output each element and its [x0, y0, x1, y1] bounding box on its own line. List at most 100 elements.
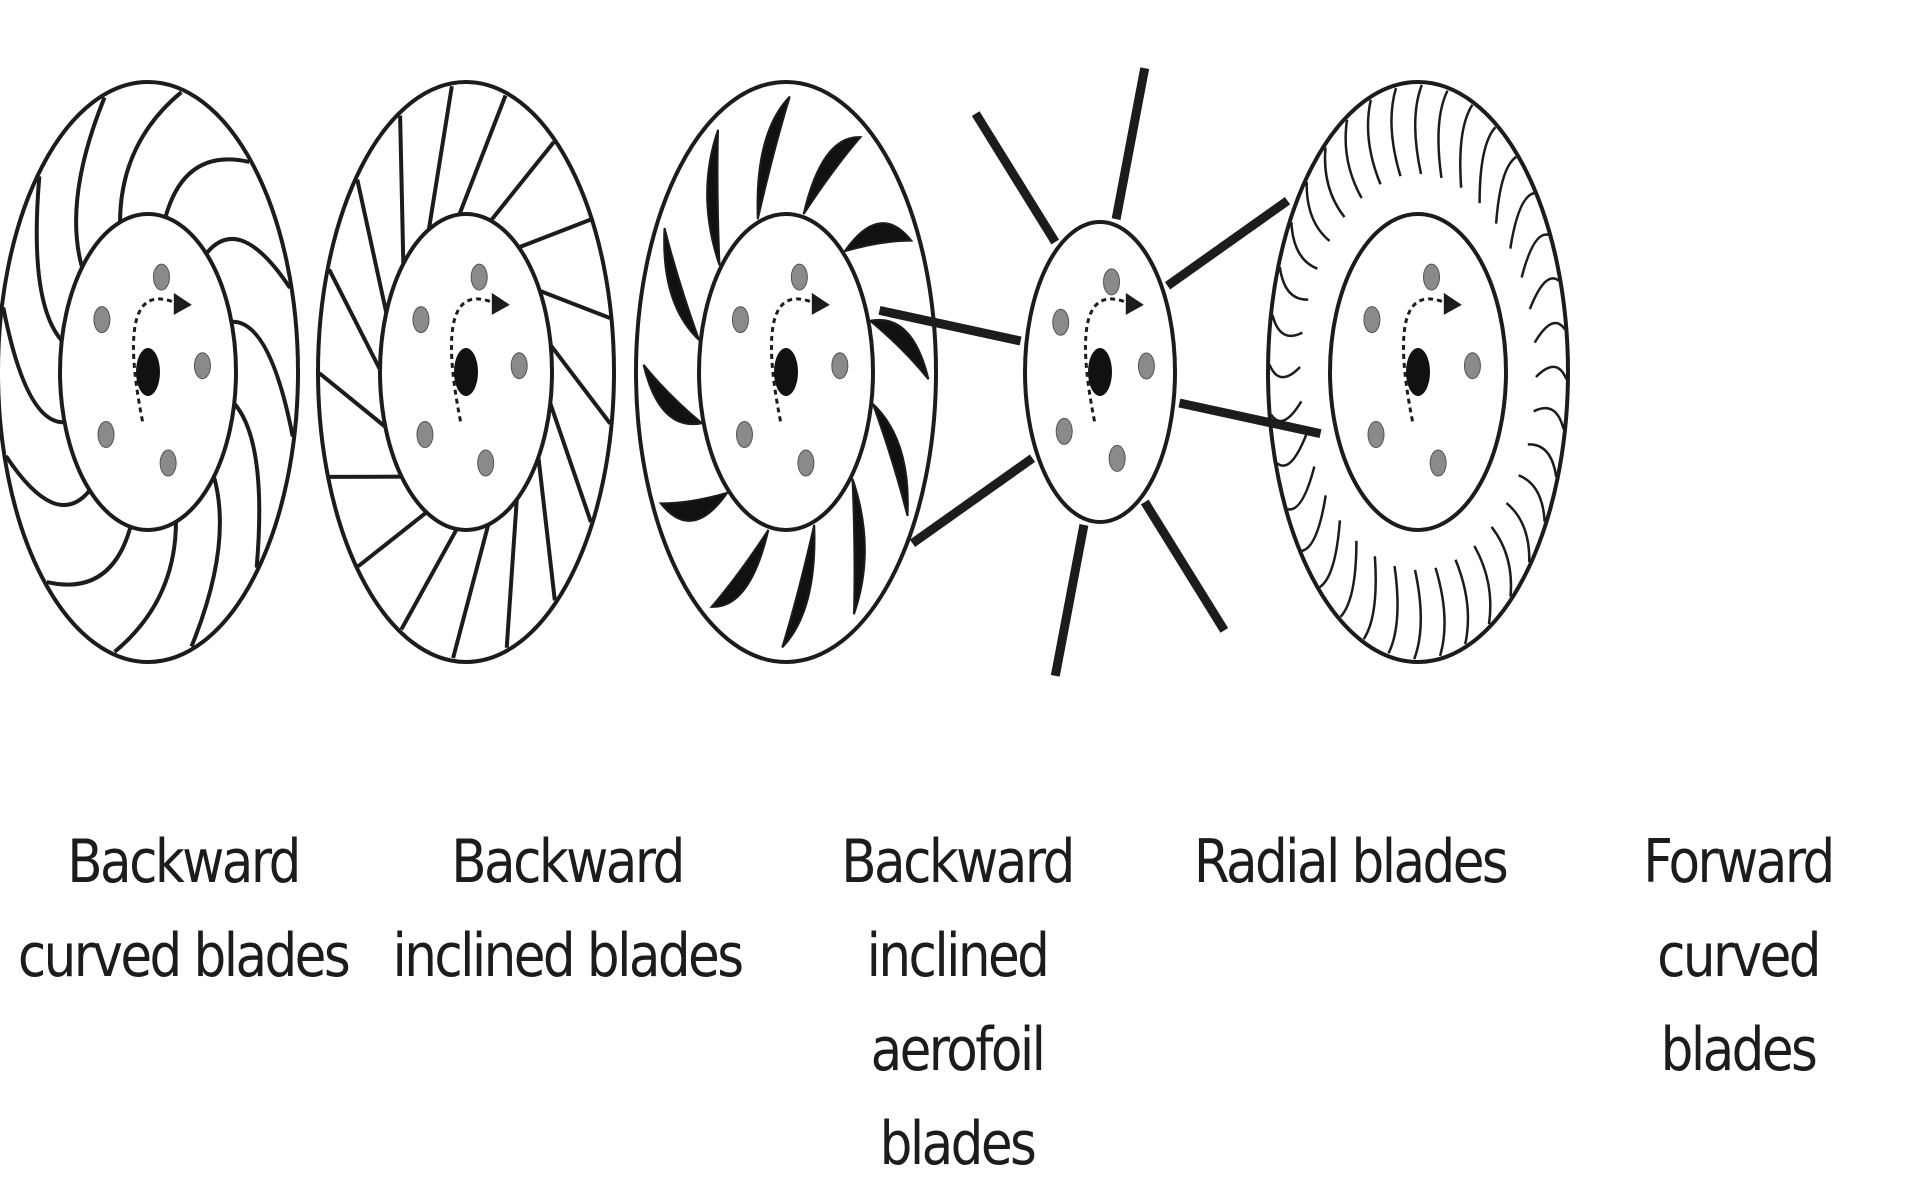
shaft-hole: [136, 348, 160, 396]
blade: [644, 365, 702, 424]
blade: [1272, 315, 1302, 336]
shaft-hole: [774, 348, 798, 396]
blade: [1391, 88, 1400, 176]
blade: [1506, 503, 1529, 562]
blade: [1116, 68, 1145, 219]
blade: [1510, 193, 1534, 249]
caption-forward-curved: Forward curved blades: [1557, 815, 1918, 1097]
impeller-radial: [879, 68, 1320, 676]
bolt-hole: [1109, 445, 1125, 471]
caption-backward-inclined: Backward inclined blades: [386, 815, 747, 1003]
blade: [358, 512, 426, 566]
blade: [540, 291, 610, 318]
bolt-hole: [736, 422, 752, 448]
bolt-hole: [1053, 309, 1069, 335]
blade: [550, 403, 591, 522]
caption-line: blades: [776, 1097, 1137, 1191]
blade: [319, 373, 385, 427]
blade: [1320, 520, 1340, 587]
blade: [1277, 435, 1306, 466]
blade: [491, 142, 554, 221]
blade: [459, 96, 505, 215]
blade: [707, 130, 719, 265]
impeller-backward-inclined: [318, 82, 614, 662]
caption-line: Backward: [2, 815, 363, 909]
blade: [1530, 278, 1559, 309]
blade: [37, 176, 62, 340]
blade: [1436, 568, 1445, 656]
caption-line: Backward: [776, 815, 1137, 909]
caption-radial: Radial blades: [1169, 815, 1530, 909]
blade: [538, 457, 554, 600]
blade: [1288, 467, 1315, 510]
bolt-hole: [1056, 418, 1072, 444]
blade: [1522, 235, 1549, 278]
blade: [1460, 105, 1472, 188]
impeller-forward-curved: [1268, 82, 1568, 662]
bolt-hole: [1364, 307, 1380, 333]
blade: [976, 114, 1056, 242]
blade: [165, 159, 249, 217]
blade: [1415, 85, 1422, 174]
bolt-hole: [1368, 422, 1384, 448]
blade: [804, 137, 861, 214]
caption-line: inclined blades: [386, 909, 747, 1003]
caption-line: Radial blades: [1169, 815, 1530, 909]
blade: [519, 220, 590, 248]
blade: [429, 86, 452, 229]
bolt-hole: [1464, 353, 1480, 379]
blade: [3, 308, 64, 423]
bolt-hole: [1430, 450, 1446, 476]
blade: [1270, 365, 1300, 377]
blade: [453, 525, 488, 658]
caption-line: Backward: [386, 815, 747, 909]
bolt-hole: [417, 422, 433, 448]
blade: [1388, 566, 1397, 653]
blade: [1302, 495, 1326, 551]
bolt-hole: [1104, 269, 1120, 295]
blade: [1364, 556, 1376, 639]
blade: [845, 223, 911, 251]
blade: [1438, 91, 1447, 178]
blade: [1055, 525, 1084, 676]
blade: [1456, 560, 1468, 644]
blade: [782, 525, 814, 648]
blade: [234, 403, 259, 567]
blade: [1280, 267, 1308, 300]
bolt-hole: [1423, 264, 1439, 290]
blade: [1528, 444, 1556, 477]
bolt-hole: [153, 264, 169, 290]
bolt-hole: [1138, 353, 1154, 379]
blade: [1474, 546, 1490, 624]
blade: [401, 529, 456, 629]
bolt-hole: [798, 450, 814, 476]
blade: [1368, 100, 1380, 184]
blade: [1480, 127, 1496, 203]
caption-backward-curved: Backward curved blades: [2, 815, 363, 1003]
bolt-hole: [791, 264, 807, 290]
blade: [1291, 222, 1317, 269]
caption-line: Forward curved: [1557, 815, 1918, 1003]
blade: [1534, 408, 1564, 429]
blade: [1271, 401, 1301, 421]
bolt-hole: [160, 450, 176, 476]
blade: [873, 404, 908, 516]
bolt-hole: [478, 450, 494, 476]
blade: [1168, 201, 1288, 286]
blade: [1492, 527, 1511, 597]
blade: [1307, 182, 1330, 241]
blade: [1535, 323, 1565, 343]
blade: [1145, 502, 1225, 630]
caption-backward-inclined-aerofoil: Backward inclined aerofoil blades: [776, 815, 1137, 1191]
blade: [1346, 120, 1362, 198]
bolt-hole: [832, 353, 848, 379]
blade: [551, 345, 610, 423]
blade: [231, 322, 292, 437]
blade: [912, 458, 1032, 543]
blade: [357, 180, 386, 313]
bolt-hole: [511, 353, 527, 379]
bolt-hole: [732, 307, 748, 333]
blade: [1519, 475, 1545, 522]
bolt-hole: [413, 307, 429, 333]
impeller-backward-inclined-aerofoil: [636, 82, 936, 662]
